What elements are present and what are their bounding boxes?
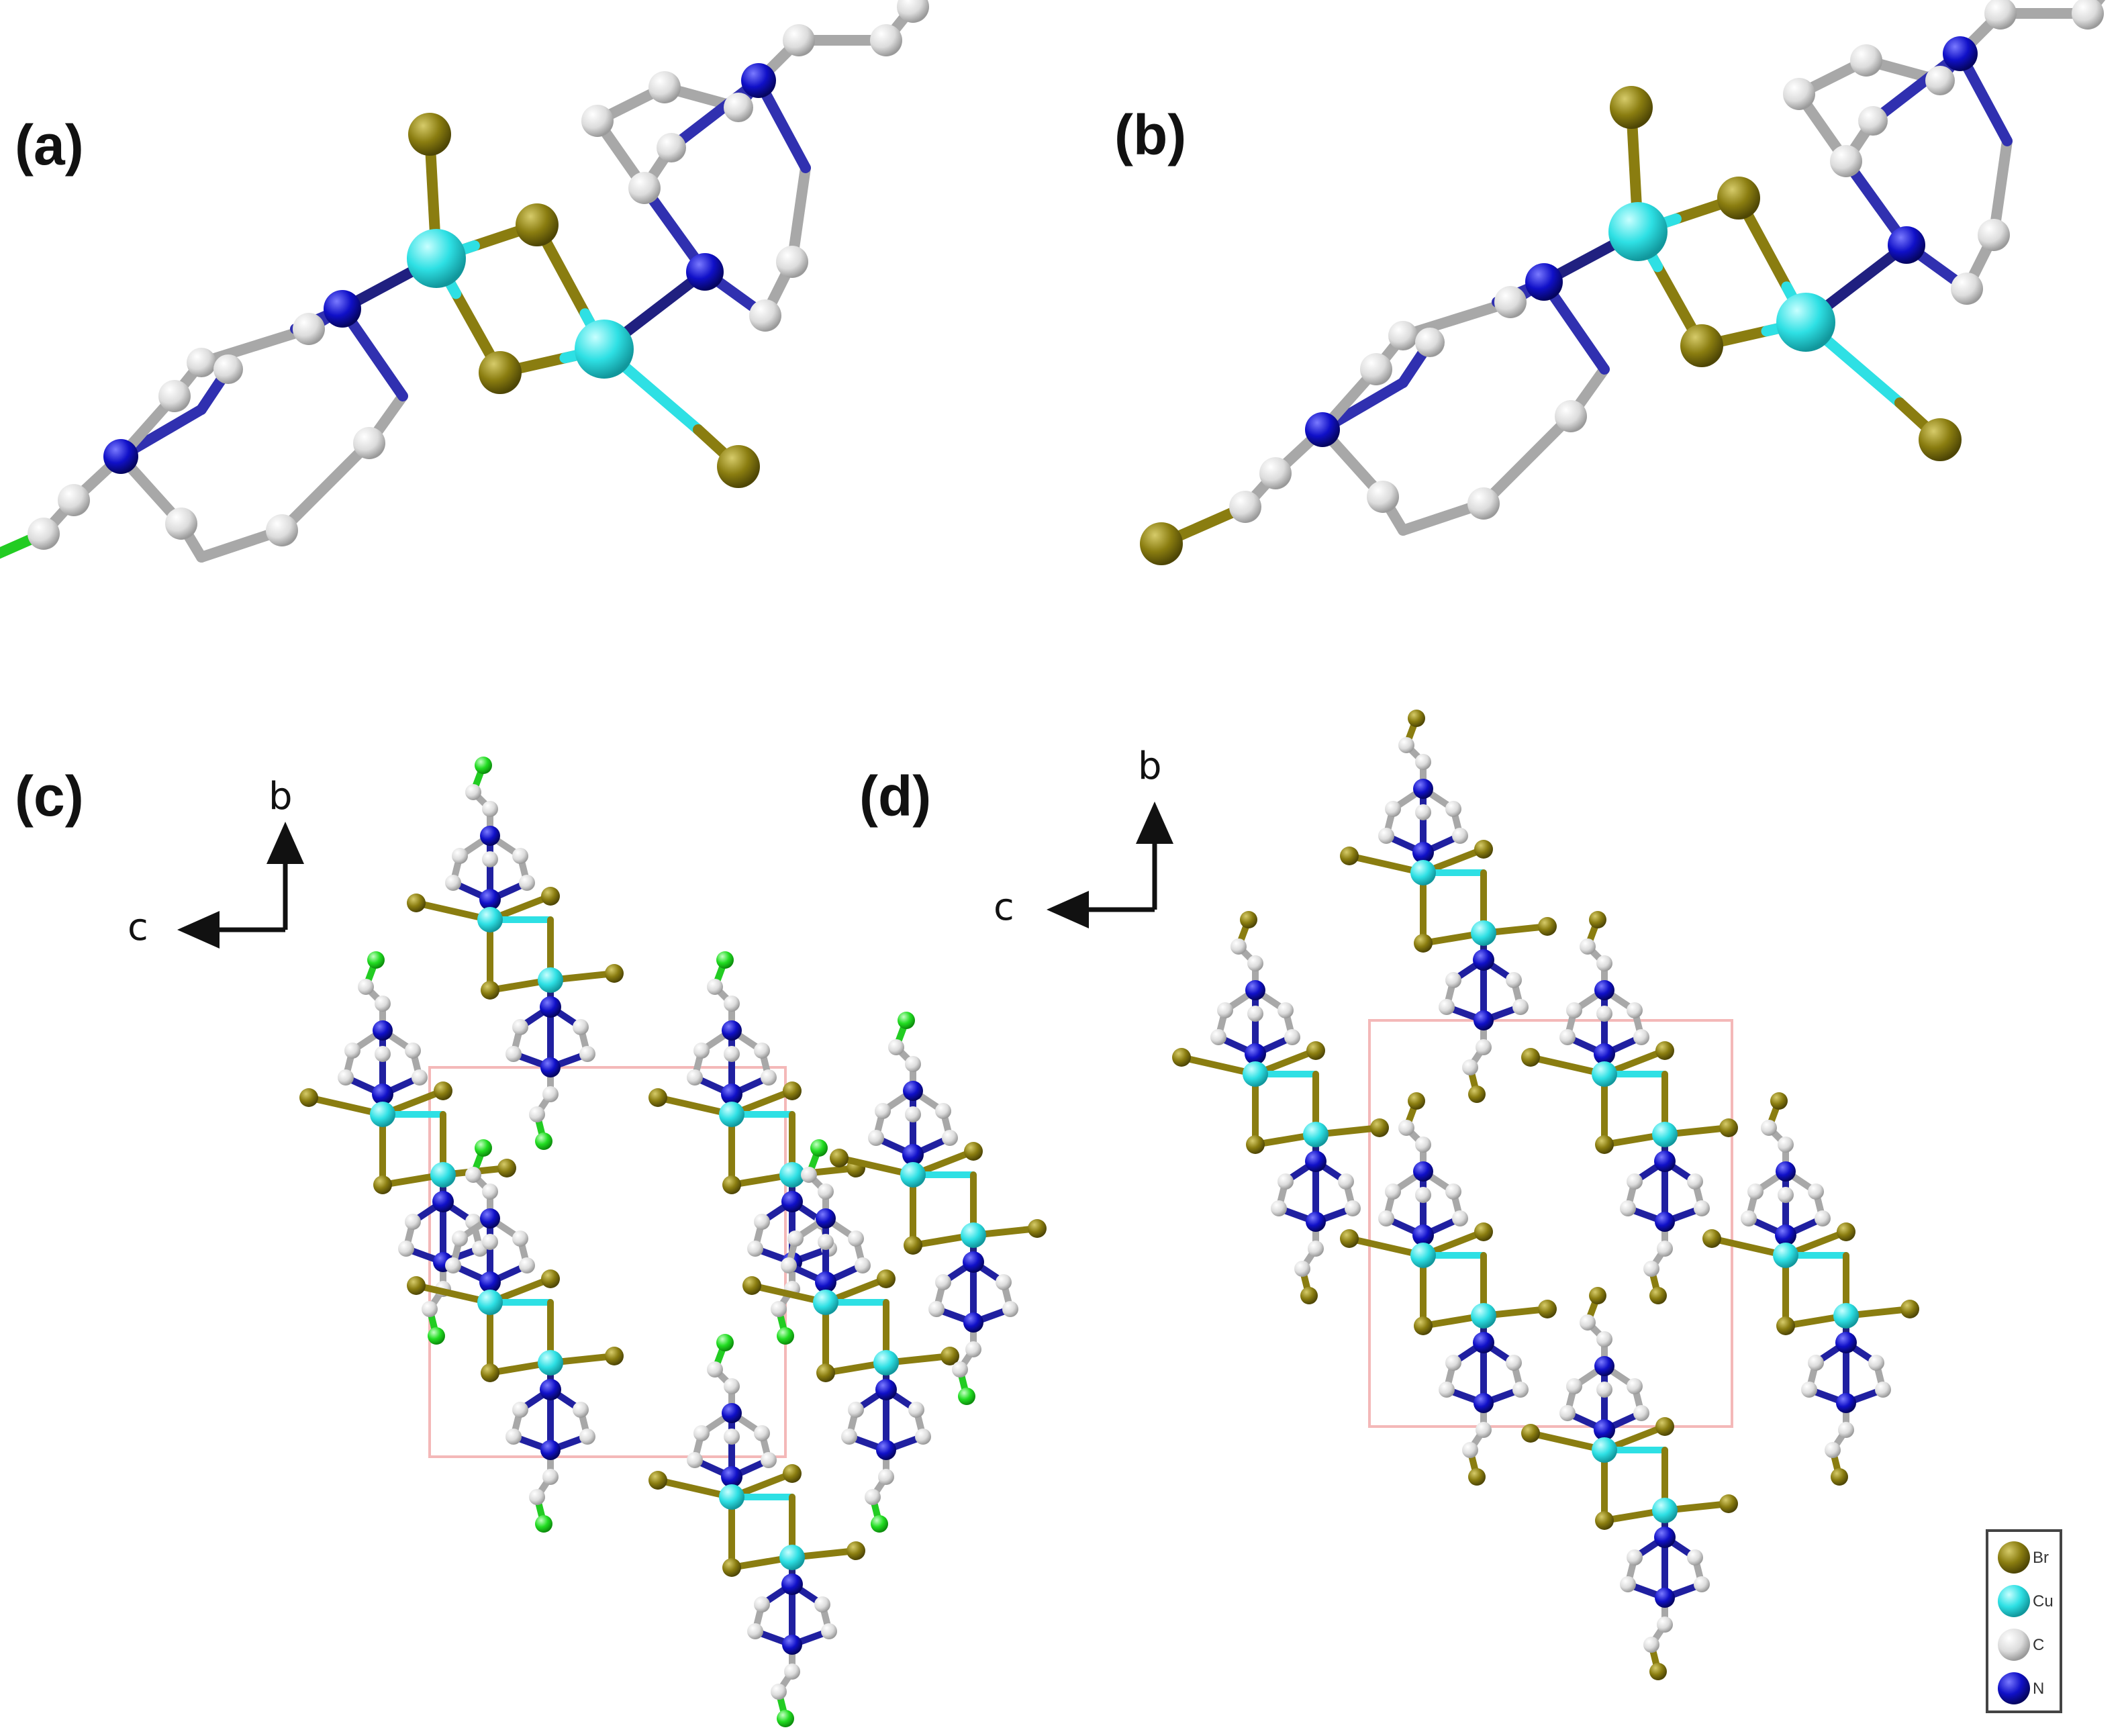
packed-dimer — [648, 1334, 865, 1727]
axis-label-c-d: c — [994, 885, 1014, 929]
legend-label-c: C — [2033, 1636, 2044, 1654]
legend-swatch-c — [1998, 1629, 2030, 1661]
packed-dimer — [1172, 911, 1389, 1304]
legend-label-n: N — [2033, 1680, 2044, 1698]
axis-label-b-c: b — [269, 775, 293, 818]
panel-b: (b) — [1114, 0, 2124, 565]
axis-label-b-d: b — [1138, 744, 1162, 788]
packed-dimer — [1340, 710, 1557, 1103]
legend-swatch-br — [1998, 1541, 2030, 1574]
panel-label-a: (a) — [15, 113, 84, 177]
element-legend: Br Cu C N — [1986, 1529, 2062, 1713]
panel-d: (d) b c — [859, 710, 1919, 1680]
panel-c: (c) b c — [15, 757, 1047, 1727]
packed-dimer — [830, 1012, 1047, 1405]
axis-indicator-d: b c — [994, 744, 1173, 929]
packed-dimer — [742, 1139, 959, 1533]
dimer-molecule-b — [1140, 0, 2124, 565]
legend-swatch-n — [1998, 1672, 2030, 1704]
legend-label-cu: Cu — [2033, 1592, 2054, 1610]
panel-label-c: (c) — [15, 765, 84, 828]
panel-a: (a) — [0, 0, 960, 591]
packed-dimer — [1521, 1287, 1738, 1680]
panel-label-d: (d) — [859, 765, 931, 828]
legend-swatch-cu — [1998, 1585, 2030, 1617]
panel-label-b: (b) — [1114, 103, 1186, 166]
unit-cell — [1368, 1019, 1733, 1428]
axis-label-c-c: c — [128, 906, 148, 949]
packed-dimer — [1702, 1092, 1919, 1486]
legend-label-br: Br — [2033, 1549, 2049, 1567]
axis-indicator-c: b c — [128, 775, 304, 949]
dimer-molecule-a — [0, 0, 960, 591]
